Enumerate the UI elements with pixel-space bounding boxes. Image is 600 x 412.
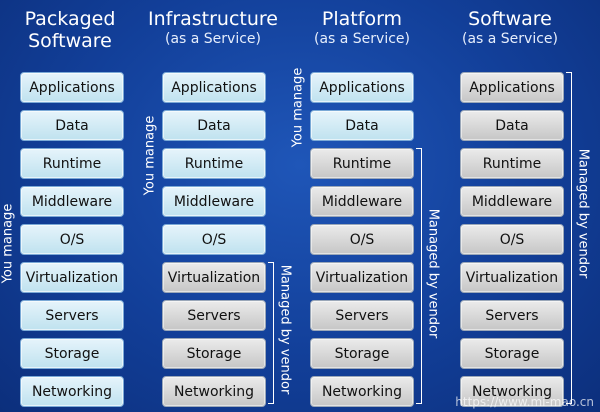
vendor-bracket — [566, 72, 572, 404]
layer-networking: Networking — [310, 376, 414, 407]
layer-runtime: Runtime — [162, 148, 266, 179]
layer-runtime: Runtime — [460, 148, 564, 179]
managed-by-vendor-label: Managed by vendor — [575, 148, 591, 279]
subtitle-line: (as a Service) — [313, 31, 411, 47]
layer-servers: Servers — [460, 300, 564, 331]
title-line: Platform — [321, 8, 403, 30]
layer-storage: Storage — [460, 338, 564, 369]
layer-data: Data — [310, 110, 414, 141]
layer-middleware: Middleware — [20, 186, 124, 217]
managed-by-vendor-label: Managed by vendor — [425, 208, 441, 339]
layer-servers: Servers — [162, 300, 266, 331]
layer-servers: Servers — [20, 300, 124, 331]
layer-os: O/S — [162, 224, 266, 255]
title-line: Packaged — [24, 8, 116, 30]
managed-by-vendor-label: Managed by vendor — [277, 264, 293, 395]
layer-storage: Storage — [162, 338, 266, 369]
layer-os: O/S — [460, 224, 564, 255]
subtitle-line: (as a Service) — [461, 31, 559, 47]
layer-data: Data — [20, 110, 124, 141]
layer-virtualization: Virtualization — [460, 262, 564, 293]
layer-runtime: Runtime — [20, 148, 124, 179]
layer-networking: Networking — [460, 376, 564, 407]
layer-os: O/S — [310, 224, 414, 255]
layer-middleware: Middleware — [162, 186, 266, 217]
vendor-bracket — [416, 148, 422, 404]
layer-storage: Storage — [310, 338, 414, 369]
title-line: Software — [28, 30, 112, 52]
watermark: https://www.mi-mao.cn — [455, 395, 594, 409]
layer-applications: Applications — [310, 72, 414, 103]
layer-data: Data — [162, 110, 266, 141]
column-title-saas: Software (as a Service) — [440, 8, 580, 48]
layer-os: O/S — [20, 224, 124, 255]
layer-virtualization: Virtualization — [310, 262, 414, 293]
layer-runtime: Runtime — [310, 148, 414, 179]
layer-middleware: Middleware — [310, 186, 414, 217]
column-title-iaas: Infrastructure (as a Service) — [143, 8, 283, 48]
layer-virtualization: Virtualization — [20, 262, 124, 293]
layer-networking: Networking — [162, 376, 266, 407]
you-manage-label: You manage — [290, 67, 306, 148]
layer-data: Data — [460, 110, 564, 141]
you-manage-label: You manage — [0, 203, 16, 284]
column-title-packaged: Packaged Software — [0, 8, 140, 52]
layer-virtualization: Virtualization — [162, 262, 266, 293]
vendor-bracket — [268, 262, 274, 404]
subtitle-line: (as a Service) — [164, 31, 262, 47]
layer-applications: Applications — [460, 72, 564, 103]
title-line: Software — [468, 8, 552, 30]
layer-middleware: Middleware — [460, 186, 564, 217]
layer-applications: Applications — [20, 72, 124, 103]
layer-networking: Networking — [20, 376, 124, 407]
layer-applications: Applications — [162, 72, 266, 103]
you-manage-label: You manage — [142, 115, 158, 196]
title-line: Infrastructure — [147, 8, 278, 30]
column-title-paas: Platform (as a Service) — [292, 8, 432, 48]
layer-storage: Storage — [20, 338, 124, 369]
layer-servers: Servers — [310, 300, 414, 331]
